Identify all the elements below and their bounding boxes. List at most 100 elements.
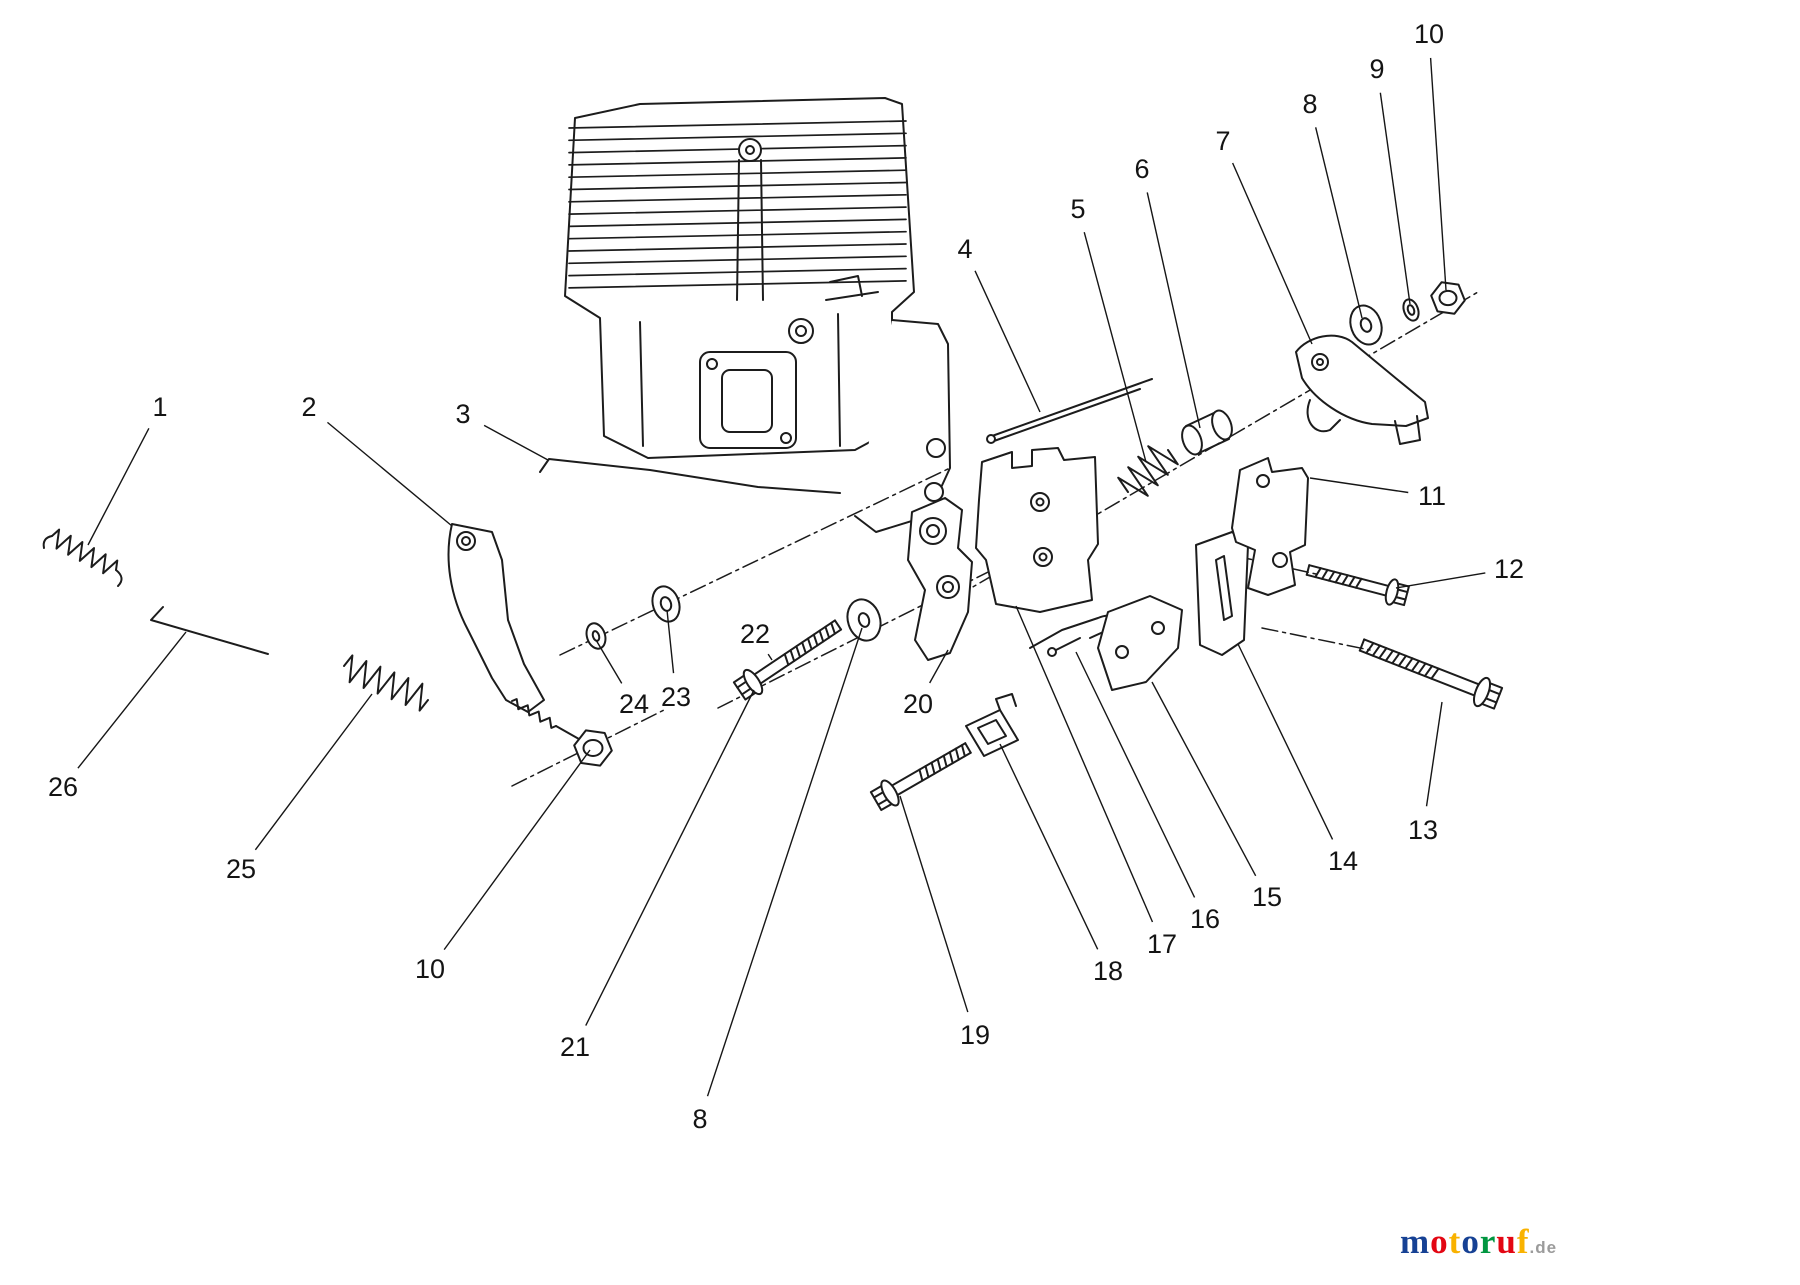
callout-label: 21: [560, 1032, 590, 1062]
part-lever-15: [1097, 595, 1183, 691]
part-governor-lever-2: [447, 523, 587, 744]
engine-block: [564, 97, 951, 533]
callout-label: 16: [1190, 904, 1220, 934]
callout-leader: [327, 421, 453, 527]
callout-label: 13: [1408, 815, 1438, 845]
callout-label: 23: [661, 682, 691, 712]
callout-label: 11: [1418, 481, 1446, 511]
callout-leader: [1083, 231, 1147, 463]
callout-label: 17: [1147, 929, 1177, 959]
part-throttle-rod-3: [539, 458, 841, 494]
part-spring-25: [343, 654, 429, 712]
part-pin-16: [1047, 637, 1081, 657]
callout-leader: [666, 609, 675, 674]
callout-leader: [1231, 162, 1313, 345]
logo-letter: o: [1430, 1222, 1449, 1261]
part-washer-8a: [1349, 304, 1383, 346]
logo-letter: o: [1461, 1222, 1480, 1261]
callout-label: 1: [152, 392, 167, 422]
callout-label: 6: [1134, 154, 1149, 184]
callout-leader: [1075, 651, 1196, 898]
motoruf-watermark: motoruf.de: [1400, 1222, 1557, 1262]
callout-leader: [1146, 192, 1201, 429]
part-bolt-12: [1305, 564, 1410, 607]
part-lockwasher-9: [1402, 298, 1420, 322]
logo-letter: u: [1496, 1222, 1517, 1261]
callout-label: 22: [740, 619, 770, 649]
logo-domain-suffix: .de: [1529, 1238, 1558, 1257]
callout-label: 20: [903, 689, 933, 719]
callout-leader: [77, 631, 187, 769]
callout-label: 5: [1070, 194, 1085, 224]
part-governor-arm-7: [1295, 334, 1429, 445]
logo-letter: f: [1516, 1222, 1530, 1261]
part-governor-rod-4-ball: [986, 434, 996, 444]
callout-label: 4: [957, 234, 972, 264]
part-spring-5: [1117, 445, 1179, 497]
callout-leader: [483, 424, 549, 461]
callout-leader: [706, 627, 863, 1097]
callout-label: 19: [960, 1020, 990, 1050]
part-washer-8b: [846, 598, 882, 642]
callout-leader: [1309, 477, 1409, 494]
callout-leader: [1151, 681, 1257, 877]
logo-wordmark: motoruf: [1400, 1222, 1529, 1261]
engine-bracket-detail: [825, 275, 879, 301]
part-bracket-11: [1231, 457, 1309, 596]
callout-label: 12: [1494, 554, 1524, 584]
callout-leader: [767, 653, 773, 661]
engine-exhaust-flange: [699, 351, 797, 449]
part-bellcrank-20: [907, 497, 973, 661]
part-governor-housing: [975, 447, 1099, 613]
callout-leader: [999, 743, 1099, 950]
callout-leader: [929, 649, 949, 684]
callout-leader: [1015, 605, 1154, 923]
callout-label: 8: [692, 1104, 707, 1134]
callout-label: 15: [1252, 882, 1282, 912]
callout-leader: [1379, 92, 1411, 305]
part-bolt-13: [1358, 638, 1504, 710]
part-bolt-21-22: [732, 619, 843, 701]
callout-leader: [87, 427, 150, 546]
callout-leader: [254, 693, 373, 851]
logo-letter: t: [1448, 1222, 1462, 1261]
part-nut-10b: [573, 729, 613, 767]
callout-label: 25: [226, 854, 256, 884]
part-bolt-19: [869, 742, 972, 812]
callout-label: 18: [1093, 956, 1123, 986]
callout-leader: [974, 270, 1041, 413]
part-washer-24: [585, 622, 607, 650]
part-spring-1: [51, 528, 119, 575]
part-nut-10a: [1430, 281, 1466, 315]
part-plate-14: [1195, 531, 1249, 656]
callout-leader: [1395, 572, 1486, 589]
part-clip-18: [965, 693, 1019, 757]
callout-leader: [443, 749, 591, 951]
logo-letter: r: [1479, 1222, 1497, 1261]
callout-leader: [1237, 643, 1334, 840]
callout-label: 8: [1302, 89, 1317, 119]
callout-leader: [585, 689, 755, 1026]
part-spring-1-hooks: [42, 535, 123, 587]
callout-label: 2: [301, 392, 316, 422]
callout-label: 9: [1369, 54, 1384, 84]
part-governor-rod-4: [991, 378, 1153, 442]
logo-letter: m: [1400, 1222, 1431, 1261]
callout-leader: [595, 639, 623, 684]
callout-label: 26: [48, 772, 78, 802]
callout-label: 7: [1215, 126, 1230, 156]
callout-leader: [1425, 701, 1443, 807]
engine-side-boss: [788, 318, 814, 344]
diagram-art: [42, 97, 1504, 812]
callout-label: 24: [619, 689, 649, 719]
callout-label: 14: [1328, 846, 1358, 876]
callout-leader: [899, 795, 969, 1013]
callout-leader: [1429, 57, 1447, 291]
part-washer-23: [651, 585, 681, 623]
engine-head-bolt-icon: [738, 138, 762, 162]
part-rod-26: [150, 606, 269, 655]
callout-label: 10: [1414, 19, 1444, 49]
